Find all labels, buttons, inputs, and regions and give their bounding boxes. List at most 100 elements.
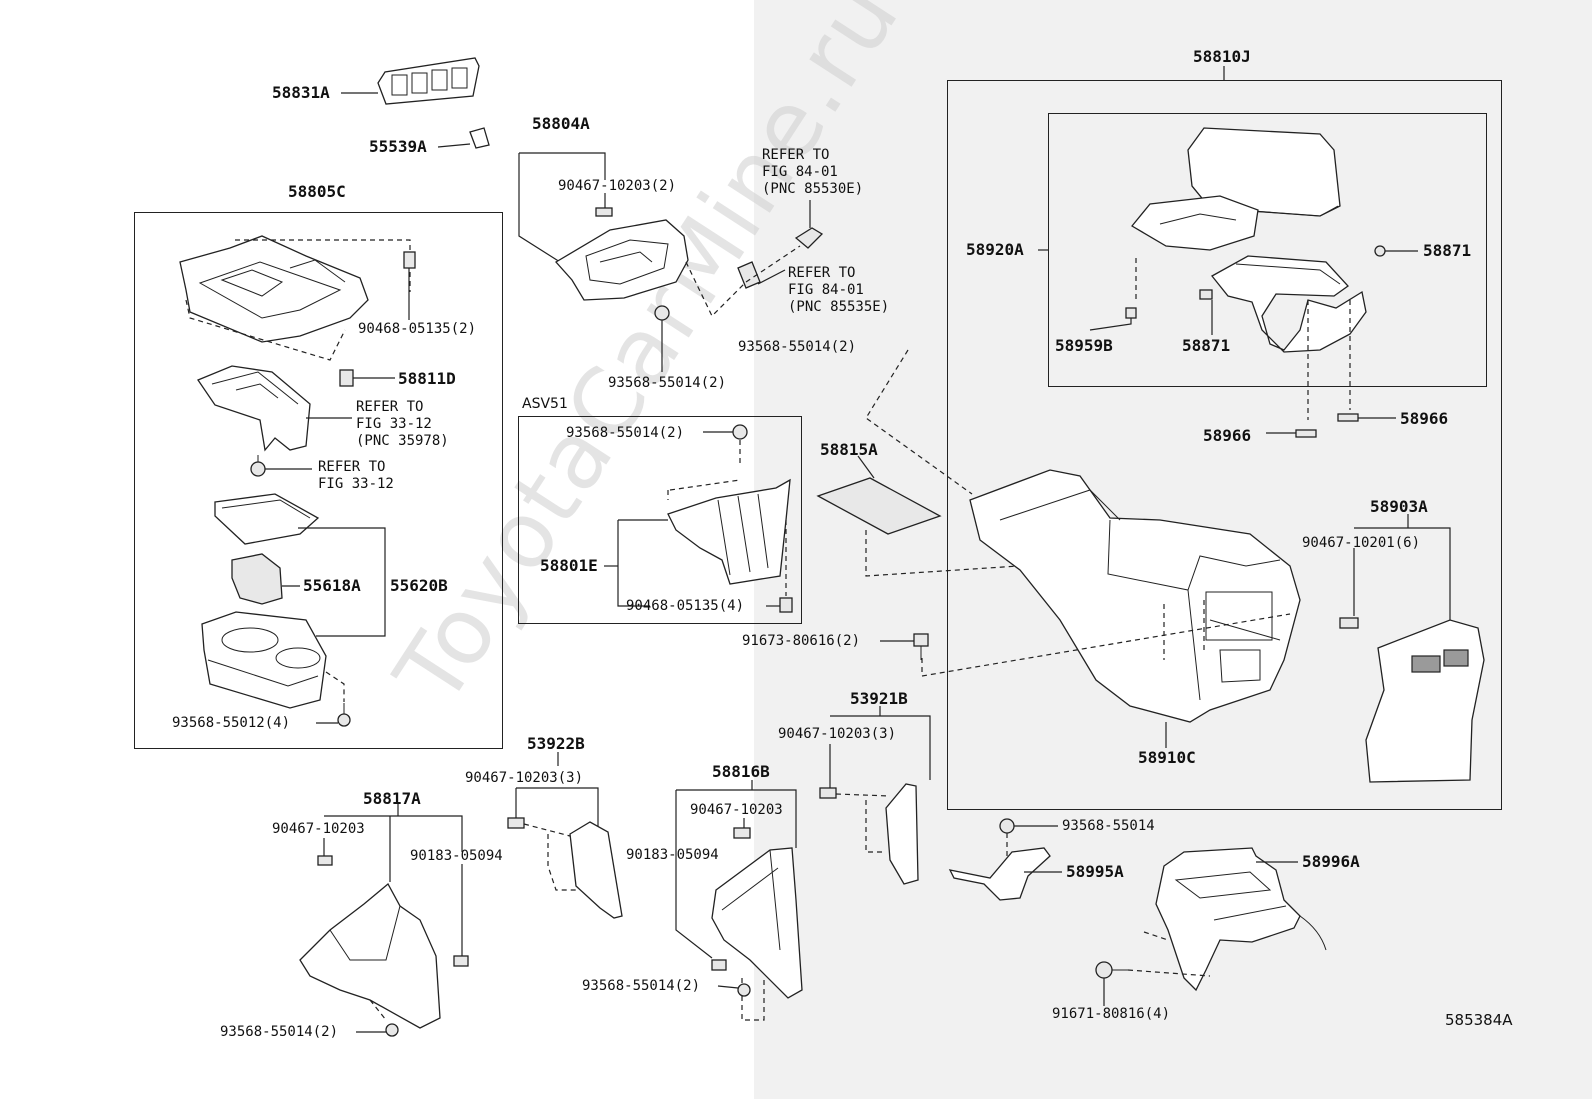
label-90467-10203-2[interactable]: 90467-10203(2) — [558, 178, 677, 194]
label-55539A[interactable]: 55539A — [369, 137, 427, 156]
screw-93568-55014-shape — [654, 305, 670, 321]
label-58966-a[interactable]: 58966 — [1203, 426, 1252, 445]
label-90467-10203-3-b[interactable]: 90467-10203(3) — [778, 726, 897, 742]
label-58959B[interactable]: 58959B — [1055, 336, 1113, 355]
clip-90468-05135-shape — [779, 597, 793, 613]
shift-lever-bracket-shape — [197, 365, 311, 452]
part-58801E-shape — [667, 478, 791, 585]
label-group-58810J[interactable]: 58810J — [1193, 47, 1251, 66]
label-91673-80616-2[interactable]: 91673-80616(2) — [742, 633, 861, 649]
label-58801E[interactable]: 58801E — [540, 556, 598, 575]
label-90467-10203-a[interactable]: 90467-10203 — [272, 821, 365, 837]
label-group-58817A[interactable]: 58817A — [363, 789, 421, 808]
label-group-58816B[interactable]: 58816B — [712, 762, 770, 781]
screw-58871-shape — [1374, 245, 1386, 257]
screw-58817A-shape — [385, 1023, 399, 1037]
clip-58816B-b-shape — [711, 959, 727, 971]
part-58996A-bracket-shape — [1155, 847, 1327, 992]
reference-fig-33-12-pnc-35978[interactable]: REFER TO FIG 33-12 (PNC 35978) — [356, 399, 449, 449]
screw-58995A-shape — [999, 818, 1015, 834]
label-55620B[interactable]: 55620B — [390, 576, 448, 595]
clip-90467-10203-shape — [595, 207, 613, 217]
label-58910C[interactable]: 58910C — [1138, 748, 1196, 767]
label-58995A[interactable]: 58995A — [1066, 862, 1124, 881]
part-58805C-panel-shape — [179, 235, 369, 343]
label-93568-55014-2-a[interactable]: 93568-55014(2) — [608, 375, 727, 391]
label-93568-55012-4[interactable]: 93568-55012(4) — [172, 715, 291, 731]
label-58920A[interactable]: 58920A — [966, 240, 1024, 259]
pin-58959B-shape — [1125, 307, 1137, 319]
group-box-58805C — [134, 212, 503, 749]
connector-85535E-shape — [737, 261, 761, 289]
clip-58811D-shape — [339, 369, 354, 387]
label-58871-b[interactable]: 58871 — [1182, 336, 1231, 355]
label-58811D[interactable]: 58811D — [398, 369, 456, 388]
part-58815A-mat-shape — [816, 477, 942, 535]
label-93568-55014-2-d[interactable]: 93568-55014(2) — [220, 1024, 339, 1040]
label-93568-55014-2-e[interactable]: 93568-55014(2) — [582, 978, 701, 994]
screw-93568-55012-shape — [337, 703, 351, 727]
clip-53921B-shape — [819, 787, 837, 799]
label-90467-10203-b[interactable]: 90467-10203 — [690, 802, 783, 818]
label-90468-05135-4[interactable]: 90468-05135(4) — [626, 598, 745, 614]
screw-58816B-shape — [737, 983, 751, 997]
reference-fig-84-01-pnc-85535E[interactable]: REFER TO FIG 84-01 (PNC 85535E) — [788, 265, 890, 315]
part-58910C-console-shape — [969, 469, 1301, 723]
label-group-53922B[interactable]: 53922B — [527, 734, 585, 753]
pin-58966-shape — [1295, 413, 1359, 438]
label-58966-b[interactable]: 58966 — [1400, 409, 1449, 428]
label-group-58804A[interactable]: 58804A — [532, 114, 590, 133]
label-group-53921B[interactable]: 53921B — [850, 689, 908, 708]
label-93568-55014[interactable]: 93568-55014 — [1062, 818, 1155, 834]
label-58831A[interactable]: 58831A — [272, 83, 330, 102]
screw-93568-55014-asv51-shape — [732, 424, 748, 440]
part-53922B-shape — [569, 821, 623, 919]
part-55539A-shape — [469, 127, 490, 149]
group-box-58920A — [1048, 113, 1487, 387]
label-90183-05094-b[interactable]: 90183-05094 — [626, 847, 719, 863]
label-90467-10201-6[interactable]: 90467-10201(6) — [1302, 535, 1421, 551]
part-58816B-shape — [711, 847, 803, 999]
label-93568-55014-2-c[interactable]: 93568-55014(2) — [566, 425, 685, 441]
tray-lid-shape — [214, 493, 320, 545]
figure-code: 585384A — [1445, 1011, 1513, 1029]
reference-fig-84-01-pnc-85530E[interactable]: REFER TO FIG 84-01 (PNC 85530E) — [762, 147, 864, 197]
hinge-plate-shape — [1131, 195, 1259, 251]
label-90183-05094-a[interactable]: 90183-05094 — [410, 848, 503, 864]
group-box-58810J — [947, 80, 1502, 810]
clip-58817A-b-shape — [453, 955, 469, 967]
part-58804A-bracket-shape — [554, 219, 689, 301]
part-58995A-bracket-shape — [948, 847, 1051, 901]
label-93568-55014-2-b[interactable]: 93568-55014(2) — [738, 339, 857, 355]
group-box-asv51 — [518, 416, 802, 624]
label-variant-asv51: ASV51 — [522, 396, 568, 412]
part-58903A-vent-shape — [1365, 619, 1485, 783]
bolt-91671-shape — [1095, 961, 1130, 979]
label-58815A[interactable]: 58815A — [820, 440, 878, 459]
armrest-lid-shape — [1187, 127, 1341, 217]
label-91671-80816-4[interactable]: 91671-80816(4) — [1052, 1006, 1171, 1022]
connector-85530E-shape — [794, 227, 824, 249]
clip-58817A-a-shape — [317, 855, 333, 866]
part-55618A-shape — [231, 553, 283, 605]
label-55618A[interactable]: 55618A — [303, 576, 361, 595]
cup-holder-box-shape — [201, 611, 327, 709]
bolt-shape — [250, 455, 266, 477]
part-58831A-shape — [377, 57, 480, 105]
label-58871-a[interactable]: 58871 — [1423, 241, 1472, 260]
reference-fig-33-12[interactable]: REFER TO FIG 33-12 — [318, 459, 394, 492]
bolt-91673-shape — [913, 633, 929, 660]
clip-90467-10201-shape — [1339, 617, 1359, 629]
label-90468-05135-2[interactable]: 90468-05135(2) — [358, 321, 477, 337]
lock-assembly-shape — [1211, 255, 1367, 353]
label-group-58903A[interactable]: 58903A — [1370, 497, 1428, 516]
label-90467-10203-3-a[interactable]: 90467-10203(3) — [465, 770, 584, 786]
label-group-58805C[interactable]: 58805C — [288, 182, 346, 201]
clip-53922B-shape — [507, 817, 525, 829]
clip-90468-shape — [403, 251, 416, 269]
part-53921B-shape — [885, 783, 919, 885]
clip-58816B-a-shape — [733, 827, 751, 839]
part-58817A-shape — [299, 882, 441, 1029]
label-58996A[interactable]: 58996A — [1302, 852, 1360, 871]
